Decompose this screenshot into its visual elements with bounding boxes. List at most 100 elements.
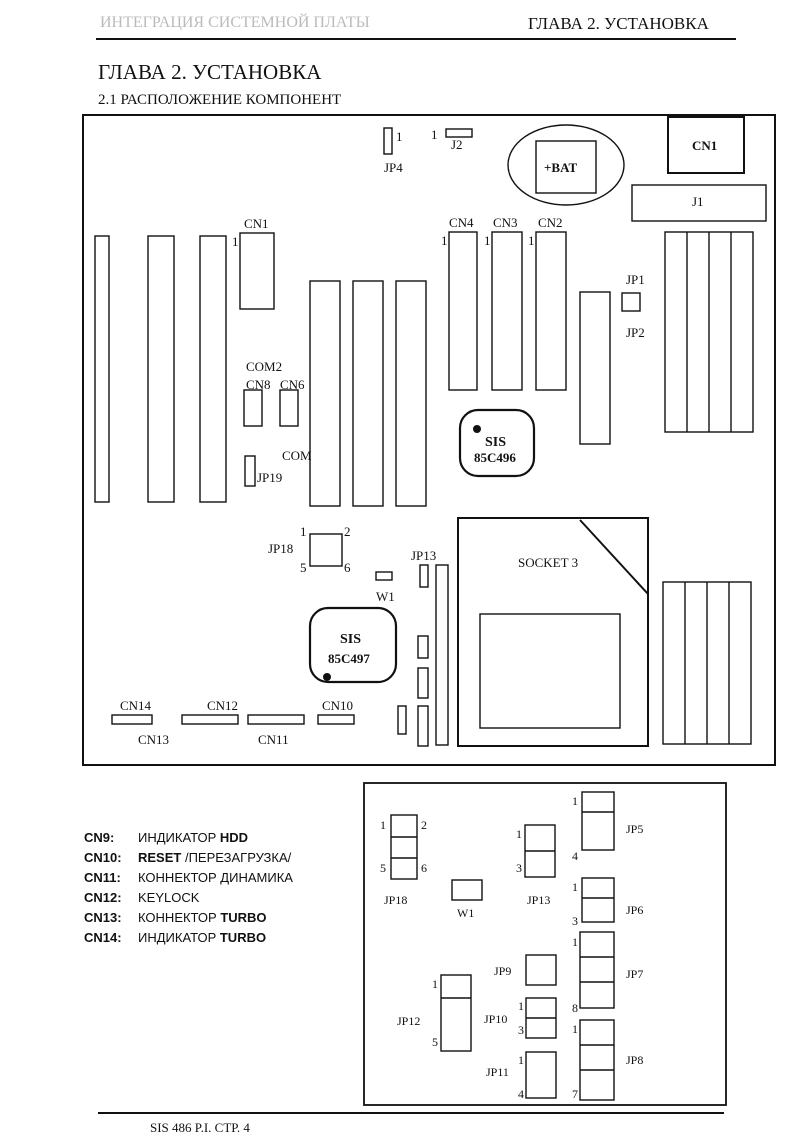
cn11-connector bbox=[247, 714, 305, 725]
svg-text:1: 1 bbox=[441, 233, 448, 248]
header-rule bbox=[96, 38, 736, 40]
com2-label: COM2 bbox=[246, 359, 282, 374]
cn10-label: CN10 bbox=[322, 698, 353, 713]
svg-text:1: 1 bbox=[518, 1053, 524, 1067]
svg-text:1: 1 bbox=[300, 524, 307, 539]
jp4-label: JP4 bbox=[384, 160, 403, 175]
jp11-detail-label: JP11 bbox=[486, 1065, 509, 1079]
sis2-model: 85C497 bbox=[328, 651, 370, 666]
pin1-dot bbox=[473, 425, 481, 433]
socket-label: SOCKET 3 bbox=[518, 555, 578, 570]
header-faint-text: ИНТЕГРАЦИЯ СИСТЕМНОЙ ПЛАТЫ bbox=[100, 14, 370, 31]
svg-text:8: 8 bbox=[572, 1001, 578, 1015]
svg-text:1: 1 bbox=[396, 129, 403, 144]
sis1-name: SIS bbox=[485, 435, 506, 450]
jp8-detail-label: JP8 bbox=[626, 1053, 643, 1067]
motherboard-diagram: +BAT CN1 J1 J2 JP4 1 1 CN1 1 CN4 CN3 CN2… bbox=[82, 114, 776, 766]
jp18-jumper bbox=[309, 533, 343, 567]
svg-text:1: 1 bbox=[528, 233, 535, 248]
svg-text:3: 3 bbox=[572, 914, 578, 928]
jp13-jumper bbox=[419, 564, 429, 588]
svg-text:1: 1 bbox=[572, 935, 578, 949]
legend-row: CN10:RESET /ПЕРЕЗАГРУЗКА/ bbox=[84, 850, 292, 865]
cn1-top-label: CN1 bbox=[692, 138, 717, 153]
cn1-left-label: CN1 bbox=[244, 216, 269, 231]
cn12-connector bbox=[181, 714, 239, 725]
jumper-column bbox=[435, 564, 449, 746]
j2-jumper bbox=[445, 128, 473, 138]
svg-text:7: 7 bbox=[572, 1087, 578, 1101]
ide-slot bbox=[352, 280, 384, 507]
svg-text:1: 1 bbox=[572, 880, 578, 894]
j2-label: J2 bbox=[451, 137, 463, 152]
svg-text:3: 3 bbox=[516, 861, 522, 875]
svg-text:1: 1 bbox=[431, 127, 438, 142]
cn10-connector bbox=[317, 714, 355, 725]
cn3-connector bbox=[491, 231, 523, 391]
jumper-detail-diagram: 1 2 5 6 JP18 W1 1 3 JP13 1 4 JP5 1 3 JP6… bbox=[363, 782, 727, 1106]
cn11-label: CN11 bbox=[258, 732, 289, 747]
jp19-label: JP19 bbox=[257, 470, 282, 485]
board-outline bbox=[82, 114, 776, 766]
cn2-label: CN2 bbox=[538, 215, 563, 230]
cn12-label: CN12 bbox=[207, 698, 238, 713]
socket3 bbox=[457, 517, 649, 747]
jp18-label: JP18 bbox=[268, 541, 293, 556]
jp6-detail-label: JP6 bbox=[626, 903, 643, 917]
cn3-label: CN3 bbox=[493, 215, 518, 230]
svg-text:2: 2 bbox=[344, 524, 351, 539]
jp1-label: JP1 bbox=[626, 272, 645, 287]
w1-detail-label: W1 bbox=[457, 906, 474, 920]
sis1-model: 85C496 bbox=[474, 450, 516, 465]
svg-text:1: 1 bbox=[432, 977, 438, 991]
cn6-connector bbox=[279, 389, 299, 427]
svg-text:2: 2 bbox=[421, 818, 427, 832]
j1-label: J1 bbox=[692, 194, 704, 209]
ide-slot bbox=[395, 280, 427, 507]
legend-row: CN11:КОННЕКТОР ДИНАМИКА bbox=[84, 870, 293, 885]
cn6-label: CN6 bbox=[280, 377, 305, 392]
jp19-jumper bbox=[244, 455, 256, 487]
isa-slot bbox=[199, 235, 227, 503]
svg-text:5: 5 bbox=[432, 1035, 438, 1049]
svg-text:5: 5 bbox=[380, 861, 386, 875]
pin1-dot bbox=[323, 673, 331, 681]
cn13-label: CN13 bbox=[138, 732, 169, 747]
cpu-area bbox=[479, 613, 621, 729]
jp2-label: JP2 bbox=[626, 325, 645, 340]
isa-slot bbox=[147, 235, 175, 503]
svg-text:1: 1 bbox=[232, 234, 239, 249]
jp7-detail-label: JP7 bbox=[626, 967, 643, 981]
bat-label: +BAT bbox=[544, 160, 578, 175]
jp18-detail-label: JP18 bbox=[384, 893, 407, 907]
cn1-left bbox=[239, 232, 275, 310]
svg-text:4: 4 bbox=[572, 849, 578, 863]
legend-row: CN12:KEYLOCK bbox=[84, 890, 200, 905]
svg-text:1: 1 bbox=[380, 818, 386, 832]
cn2-connector bbox=[535, 231, 567, 391]
jumper bbox=[397, 705, 407, 735]
cache-socket bbox=[579, 291, 611, 445]
jumper-panel bbox=[363, 782, 727, 1106]
legend-row: CN14:ИНДИКАТОР TURBO bbox=[84, 930, 267, 945]
svg-text:6: 6 bbox=[421, 861, 427, 875]
cn4-label: CN4 bbox=[449, 215, 474, 230]
svg-text:1: 1 bbox=[572, 794, 578, 808]
ide-slot bbox=[309, 280, 341, 507]
section-title: 2.1 РАСПОЛОЖЕНИЕ КОМПОНЕНТ bbox=[98, 92, 342, 108]
svg-text:3: 3 bbox=[518, 1023, 524, 1037]
svg-text:5: 5 bbox=[300, 560, 307, 575]
jp1-jumper bbox=[621, 292, 641, 312]
jumper bbox=[417, 667, 429, 699]
svg-text:1: 1 bbox=[516, 827, 522, 841]
footer-page-label: SIS 486 P.I. СТР. 4 bbox=[150, 1120, 250, 1135]
sis-85c496-chip bbox=[458, 408, 536, 478]
w1-jumper bbox=[375, 571, 393, 581]
svg-text:1: 1 bbox=[484, 233, 491, 248]
svg-text:6: 6 bbox=[344, 560, 351, 575]
jp4-jumper bbox=[383, 127, 393, 155]
jumper bbox=[417, 705, 429, 747]
com-label: COM bbox=[282, 448, 312, 463]
sis2-name: SIS bbox=[340, 632, 361, 647]
jp13-label: JP13 bbox=[411, 548, 436, 563]
